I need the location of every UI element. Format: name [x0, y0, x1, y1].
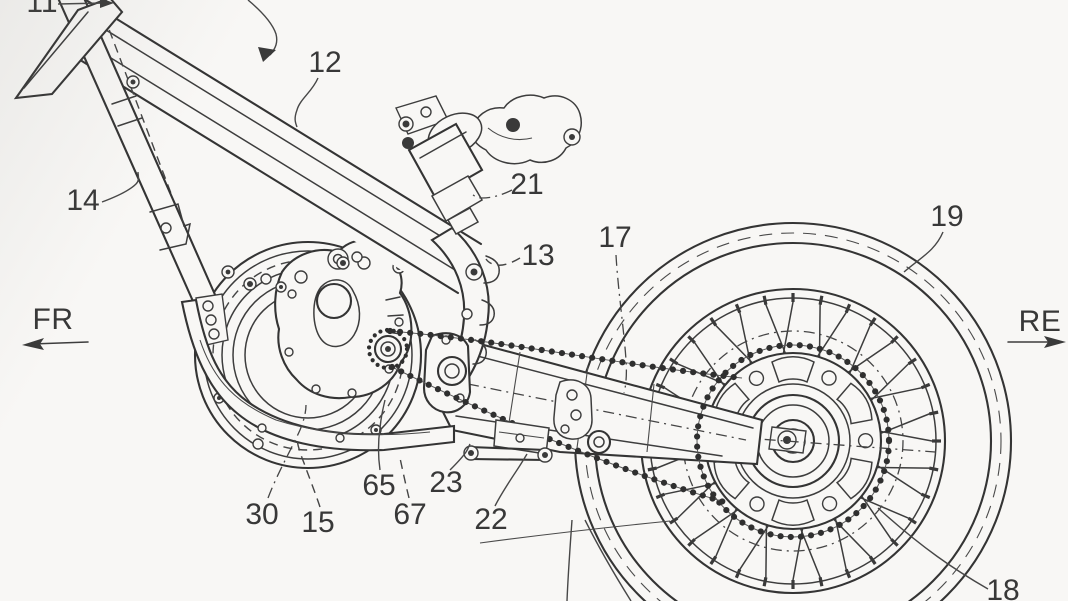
label-21-leader [470, 189, 513, 199]
shock-component [402, 94, 582, 236]
re-arrowhead [1044, 336, 1066, 348]
direction-arrows [22, 336, 1066, 350]
guide-plate [553, 379, 593, 440]
label-15-leader [296, 439, 321, 508]
label-13-leader [485, 257, 521, 266]
ref-label-18: 18 [986, 574, 1019, 601]
chain-wrap [693, 341, 893, 541]
ref-label-23: 23 [429, 466, 462, 499]
fr-arrow-shaft [31, 341, 89, 345]
main-beam-fill [48, 0, 486, 300]
direction-label-re: RE [1019, 305, 1062, 338]
head-gusset-plate [13, 0, 124, 100]
swingarm-pivot [436, 355, 468, 387]
leader-lines [57, 0, 989, 601]
offscreen-leader-2 [584, 519, 632, 601]
label-11-leader [57, 2, 105, 5]
offscreen-leader-1 [566, 519, 573, 601]
fr-arrowhead [22, 338, 44, 350]
tire-dashed-edge [584, 232, 1002, 601]
main-beam [84, 0, 483, 246]
lower-rail [180, 298, 456, 452]
frame [13, 0, 500, 452]
ref-label-22: 22 [474, 503, 507, 536]
down-tube-latch [149, 203, 191, 251]
label-14-leader [101, 171, 140, 203]
direction-label-fr: FR [33, 303, 74, 336]
ref-label-19: 19 [930, 200, 963, 233]
label-22-leader [494, 453, 528, 507]
label-67-leader [399, 457, 410, 499]
squiggle-arrowhead [258, 47, 276, 62]
label-30-leader [267, 404, 307, 499]
label-19-leader [903, 231, 944, 273]
chain-roller [586, 429, 612, 455]
ref-label-30: 30 [245, 498, 278, 531]
ref-label-21: 21 [510, 168, 543, 201]
top-squiggle-arrow [247, 0, 278, 56]
ref-label-12: 12 [308, 46, 341, 79]
motor-unit [193, 239, 435, 470]
label-23-leader [449, 443, 471, 471]
label-17-leader [615, 254, 628, 394]
label-18-leader [877, 507, 989, 590]
gusset-dashed-line [103, 15, 173, 197]
link-bar [468, 445, 548, 462]
ref-label-14: 14 [66, 184, 99, 217]
chain-upper-run [386, 327, 746, 382]
ref-label-67: 67 [393, 498, 426, 531]
ref-label-17: 17 [598, 221, 631, 254]
label-12-leader [294, 77, 319, 128]
down-tube-fill [58, 0, 220, 308]
offscreen-leader-3 [479, 520, 671, 544]
ref-label-65: 65 [362, 469, 395, 502]
ref-label-11: 11 [26, 0, 57, 19]
counter-sprocket-teeth [366, 327, 410, 371]
ref-label-13: 13 [521, 239, 554, 272]
chain-drive [366, 327, 893, 541]
label-65-leader [377, 399, 386, 471]
ref-label-15: 15 [301, 506, 334, 539]
